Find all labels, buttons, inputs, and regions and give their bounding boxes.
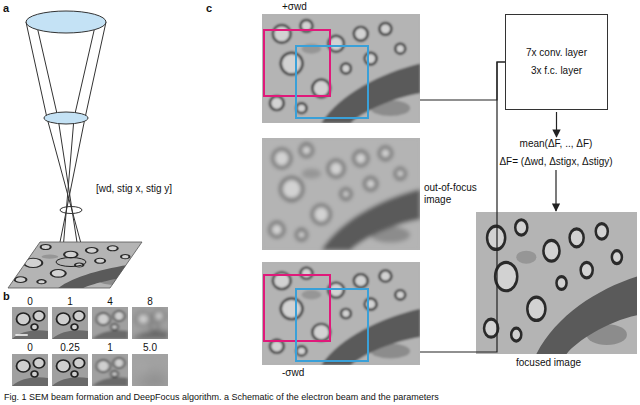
node-text: focused image — [516, 357, 581, 369]
defocus-value: 8 — [147, 296, 153, 308]
image-panel: +σwd — [262, 0, 420, 123]
node-text: 7x conv. layer — [526, 47, 587, 59]
panel-letter: c — [206, 2, 212, 15]
formula: mean(ΔF, .., ΔF) ΔF= (Δwd, Δstigx, Δstigy… — [488, 138, 624, 168]
node-text: ΔF= (Δwd, Δstigx, Δstigy) — [488, 156, 624, 168]
node-text: out-of-focus image — [424, 182, 490, 206]
parameter-label: [wd, stig x, stig y] — [96, 183, 172, 195]
connector — [420, 62, 505, 100]
defocus-value: 5.0 — [143, 342, 157, 354]
defocus-value: 1 — [67, 296, 73, 308]
defocus-value: 0 — [27, 296, 33, 308]
connector — [420, 62, 505, 352]
node-text: +σwd — [282, 1, 307, 13]
network-box: 7x conv. layer 3x f.c. layer — [505, 14, 608, 110]
defocus-value: 1 — [107, 342, 113, 354]
image-panel: out-of-focus image — [262, 138, 492, 250]
node-text: mean(ΔF, .., ΔF) — [488, 138, 624, 150]
panel-letter: b — [3, 290, 10, 303]
node-text: 3x f.c. layer — [531, 65, 582, 77]
connector — [556, 112, 557, 137]
node-text: -σwd — [282, 367, 304, 379]
panel-letter: a — [3, 2, 9, 15]
image-panel: -σwd — [262, 262, 420, 380]
defocus-value: 4 — [107, 296, 113, 308]
image-panel: focused image — [476, 212, 637, 370]
connector — [555, 170, 556, 211]
defocus-value: 0.25 — [60, 342, 79, 354]
defocus-value: 0 — [27, 342, 33, 354]
figure-caption: Fig. 1 SEM beam formation and DeepFocus … — [4, 392, 439, 403]
